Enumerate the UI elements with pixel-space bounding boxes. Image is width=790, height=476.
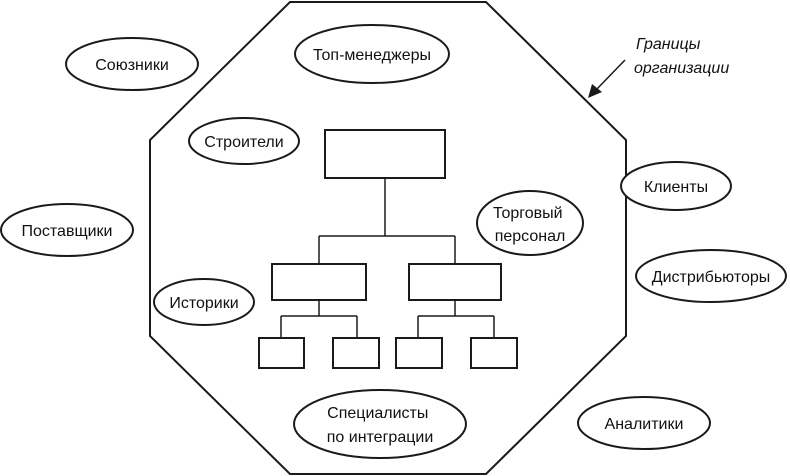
role-analysts: Аналитики (577, 396, 711, 450)
svg-text:Союзники: Союзники (95, 57, 169, 74)
role-allies: Союзники (65, 37, 199, 91)
role-suppliers-label: Поставщики (22, 223, 113, 240)
role-distributors: Дистрибьюторы (635, 249, 787, 303)
role-distributors-label: Дистрибьюторы (652, 269, 771, 286)
org-chart-leaf-box-2 (332, 337, 380, 369)
svg-text:Историки: Историки (169, 295, 238, 312)
svg-text:Торговый персонал: Торговый персонал (493, 205, 567, 245)
boundary-note: Границы организации (634, 36, 729, 77)
svg-text:Аналитики: Аналитики (605, 416, 684, 433)
role-top-managers-label: Топ-менеджеры (313, 47, 431, 64)
org-chart-mid-box-left (271, 263, 367, 301)
org-chart-top-box (324, 129, 446, 179)
role-sales-staff-label-2: персонал (495, 228, 566, 245)
role-builders-label: Строители (204, 134, 283, 151)
boundary-note-line-2: организации (634, 60, 729, 77)
org-chart-mid-box-right (408, 263, 502, 301)
role-sales-staff: Торговый персонал (476, 190, 584, 256)
org-chart-connectors (280, 178, 495, 338)
org-chart-leaf-box-1 (258, 337, 305, 369)
svg-text:Клиенты: Клиенты (644, 179, 708, 196)
role-allies-label: Союзники (95, 57, 169, 74)
role-analysts-label: Аналитики (605, 416, 684, 433)
svg-text:Строители: Строители (204, 134, 283, 151)
role-sales-staff-label-1: Торговый (493, 205, 563, 222)
role-top-managers: Топ-менеджеры (294, 24, 450, 84)
boundary-arrow (588, 59, 626, 98)
role-suppliers: Поставщики (0, 203, 134, 257)
role-builders: Строители (188, 117, 300, 165)
org-chart-leaf-box-3 (395, 337, 443, 369)
role-integration-specialists-label-1: Специалисты (327, 405, 428, 422)
svg-text:Дистрибьюторы: Дистрибьюторы (652, 269, 771, 286)
org-chart-leaf-box-4 (470, 337, 518, 369)
role-clients: Клиенты (620, 161, 732, 211)
role-integration-specialists-label-2: по интеграции (327, 429, 434, 446)
svg-text:Специалисты по интеграци: Специалисты по интеграции (327, 405, 434, 446)
role-historians: Историки (153, 278, 255, 326)
role-historians-label: Историки (169, 295, 238, 312)
role-integration-specialists: Специалисты по интеграции (293, 389, 467, 459)
role-clients-label: Клиенты (644, 179, 708, 196)
svg-text:Топ-менеджеры: Топ-менеджеры (313, 47, 431, 64)
boundary-note-line-1: Границы (636, 36, 701, 53)
svg-text:Поставщики: Поставщики (22, 223, 113, 240)
